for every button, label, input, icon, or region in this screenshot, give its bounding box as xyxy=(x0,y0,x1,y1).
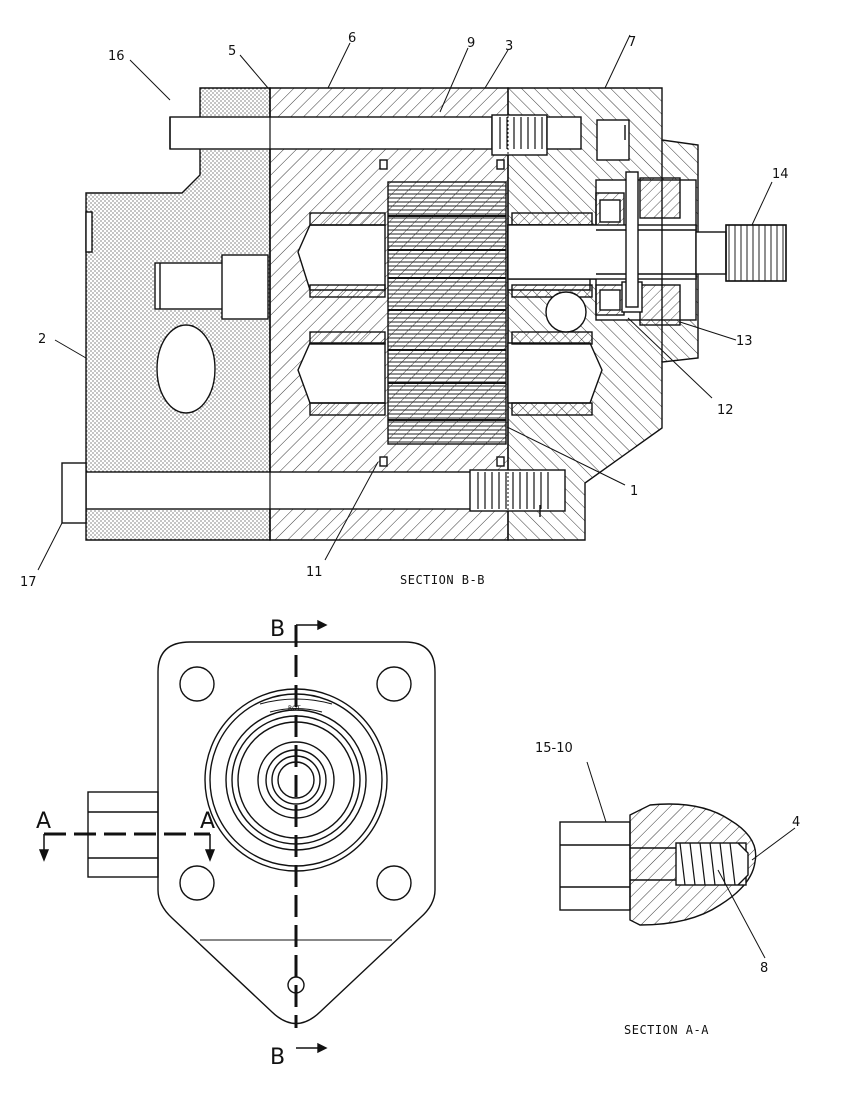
mount-hole-bl xyxy=(179,865,215,901)
callout-labels-bb: 16 5 6 9 3 7 2 14 13 12 1 11 17 SECTION … xyxy=(20,31,789,590)
rear-cover xyxy=(85,87,271,541)
front-view xyxy=(38,619,436,1054)
callout-1: 1 xyxy=(630,484,638,499)
callout-labels-aa: 15-10 4 8 SECTION A-A xyxy=(535,741,800,1037)
callout-11: 11 xyxy=(306,565,323,580)
section-mark-b-top: B xyxy=(270,617,285,642)
upper-bearing-left xyxy=(297,224,386,291)
rear-port-plug xyxy=(154,262,224,310)
mounting-flange xyxy=(157,641,436,1025)
callout-17: 17 xyxy=(20,575,37,590)
rear-oval-passage xyxy=(156,324,216,414)
lower-bolt-head xyxy=(61,462,87,524)
upper-bolt xyxy=(169,116,493,150)
callout-6: 6 xyxy=(348,31,356,46)
drive-gear xyxy=(387,181,507,445)
relief-spring xyxy=(679,842,736,886)
section-aa-title: SECTION A-A xyxy=(624,1023,709,1037)
section-mark-a-left: A xyxy=(36,809,51,834)
mount-hole-tr xyxy=(376,666,412,702)
callout-13: 13 xyxy=(736,334,753,349)
section-mark-b-bottom: B xyxy=(270,1045,285,1070)
callout-8: 8 xyxy=(760,961,768,976)
section-mark-a-right: A xyxy=(200,809,215,834)
callout-7: 7 xyxy=(628,35,636,50)
front-view-labels: B B A A ROT xyxy=(36,617,301,1070)
callout-14: 14 xyxy=(772,167,789,182)
leader-lines-bb xyxy=(37,34,773,571)
callout-12: 12 xyxy=(717,403,734,418)
callout-2: 2 xyxy=(38,332,46,347)
splined-shaft-end xyxy=(695,231,727,275)
callout-3: 3 xyxy=(505,39,513,54)
callout-5: 5 xyxy=(228,44,236,59)
callout-4: 4 xyxy=(792,815,800,830)
leader-lines-aa xyxy=(586,761,796,959)
rotation-mark: ROT xyxy=(288,705,301,712)
callout-16: 16 xyxy=(108,49,125,64)
section-bb-view xyxy=(61,87,787,541)
lower-bearing-right xyxy=(507,342,603,404)
callout-9: 9 xyxy=(467,36,475,51)
relief-fitting-hex xyxy=(559,821,631,911)
mount-hole-tl xyxy=(179,666,215,702)
check-ball xyxy=(545,291,587,333)
section-aa-view xyxy=(559,803,757,926)
lower-bearing-left xyxy=(297,342,386,404)
section-bb-title: SECTION B-B xyxy=(400,573,485,587)
callout-15-10: 15-10 xyxy=(535,741,573,756)
mount-hole-br xyxy=(376,865,412,901)
